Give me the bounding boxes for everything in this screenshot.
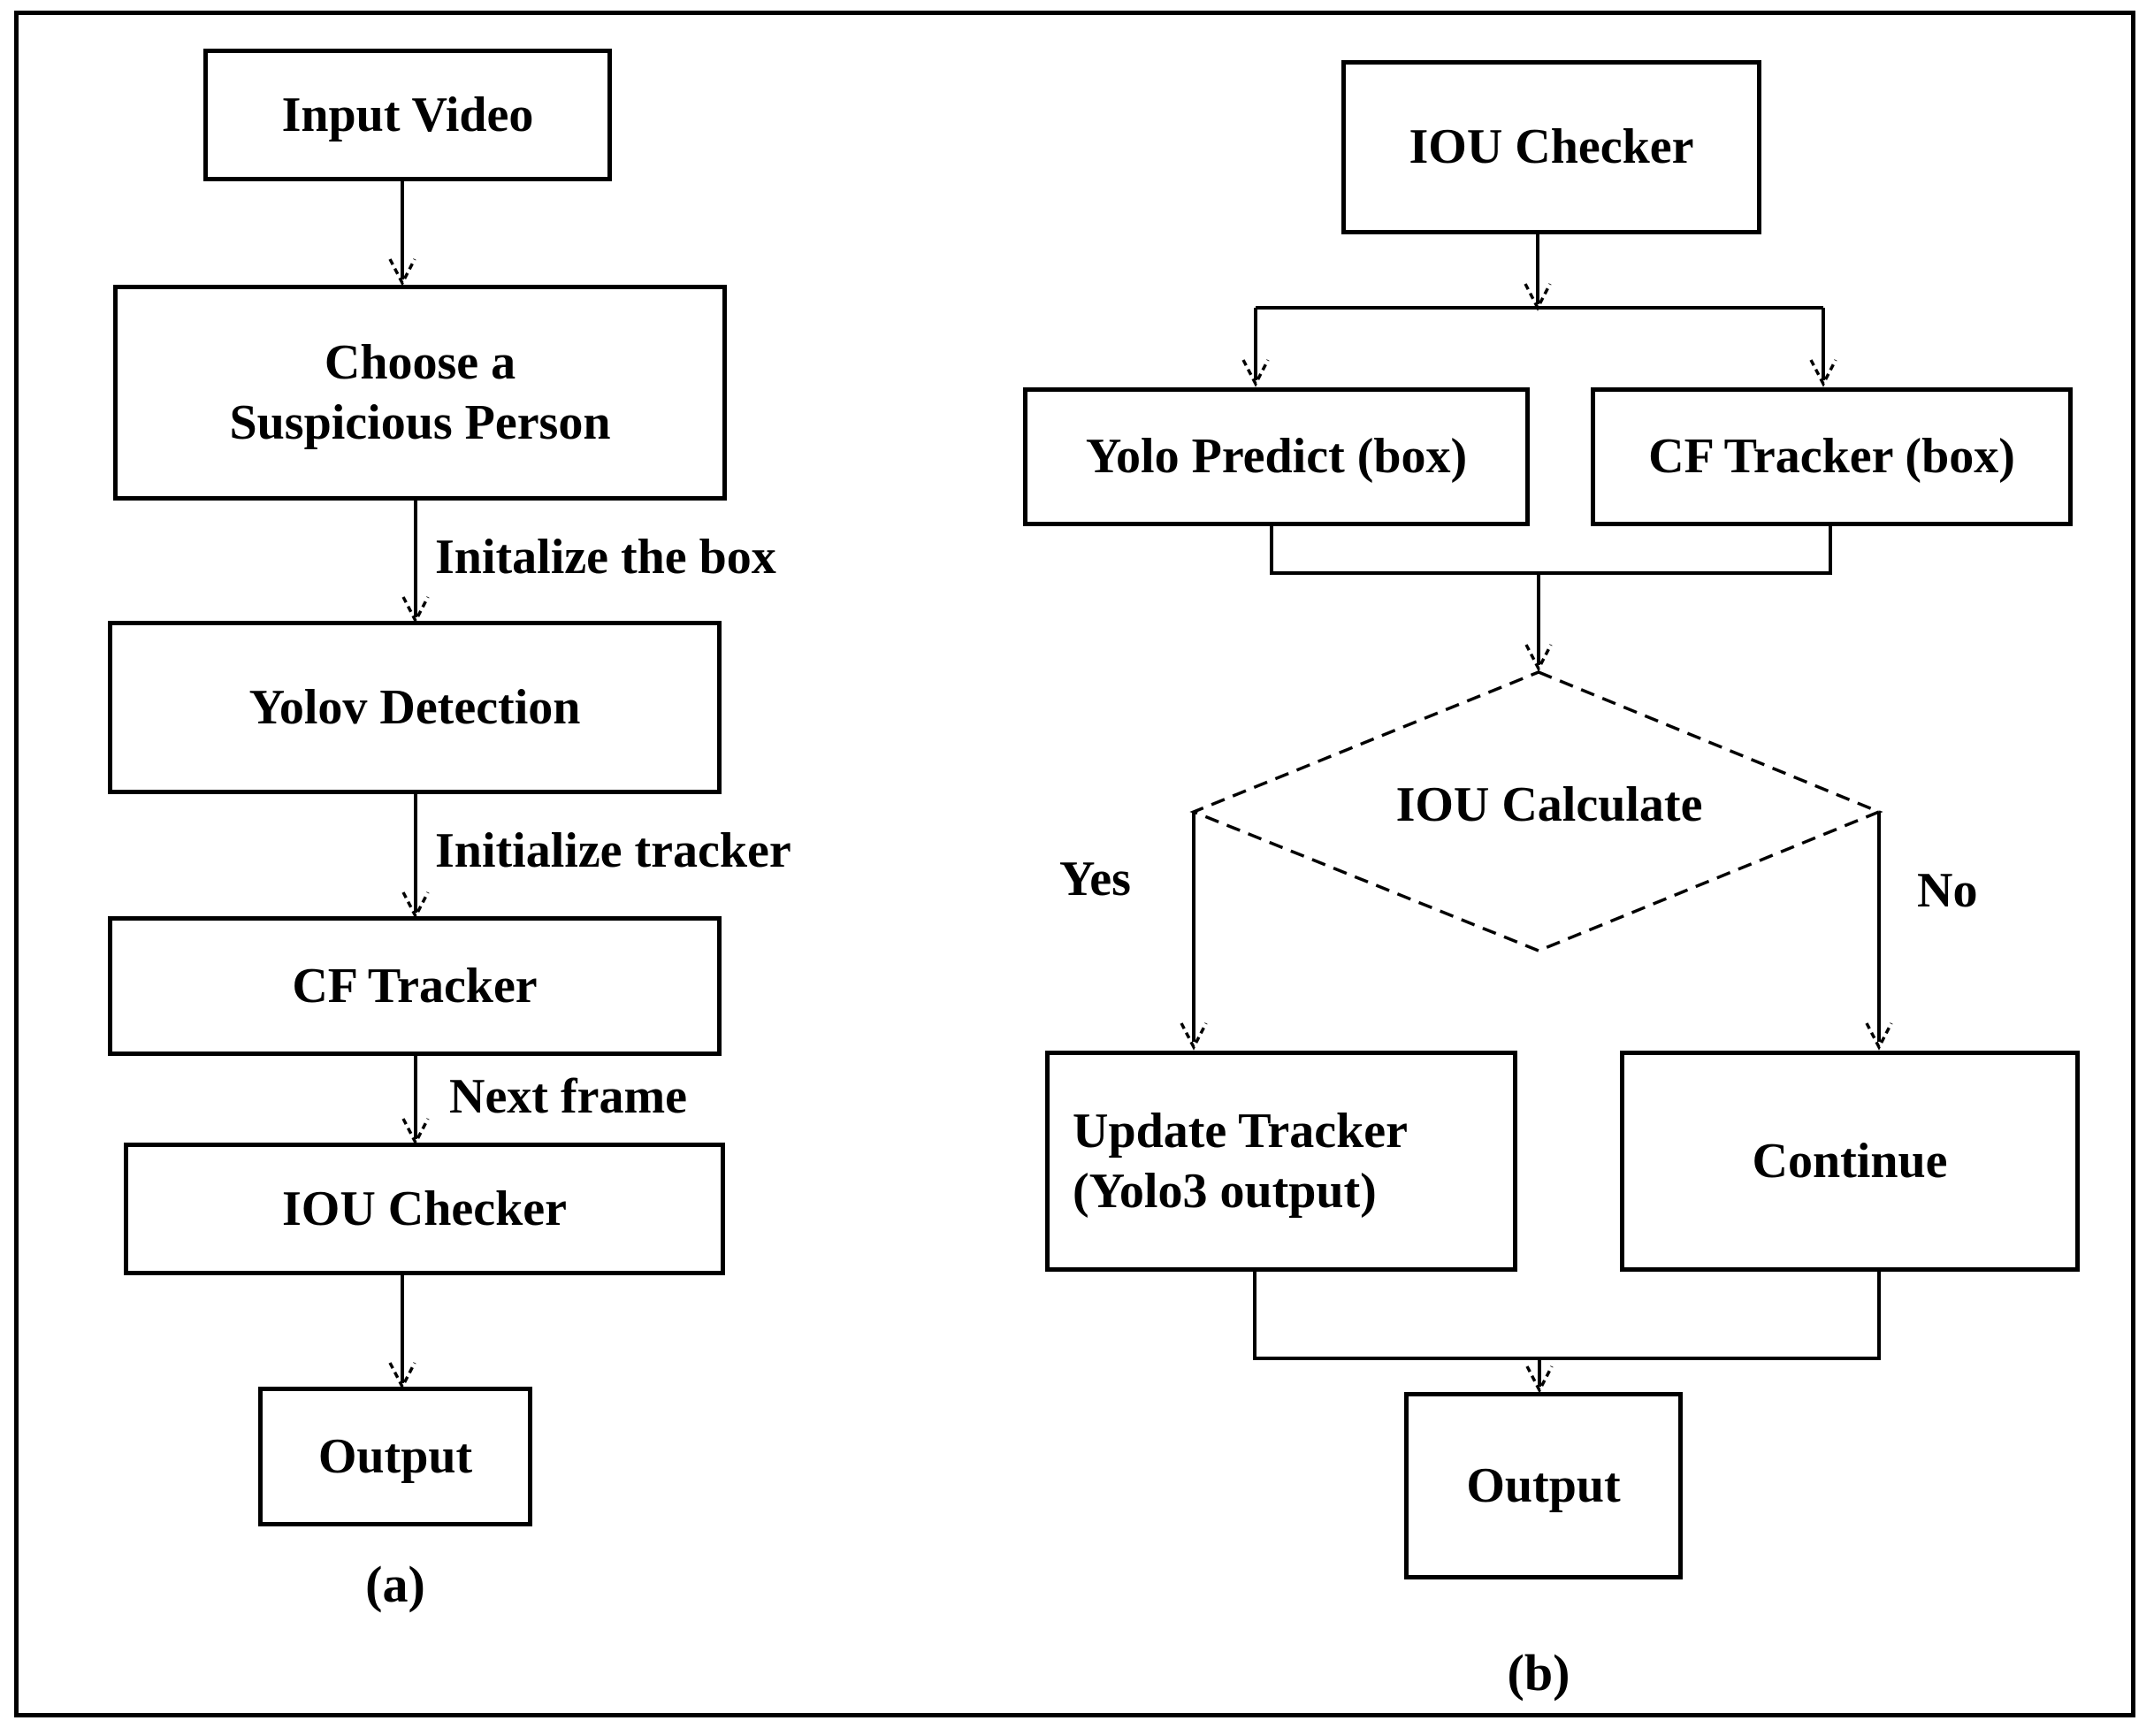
- node-label: CF Tracker (box): [1648, 429, 2015, 485]
- figure-border: [14, 11, 2135, 1717]
- node-label: Yolo Predict (box): [1085, 429, 1468, 485]
- node-iou-checker-b: IOU Checker: [1341, 60, 1761, 234]
- decision-diamond: [1189, 670, 1883, 952]
- node-label-line2: (Yolo3 output): [1073, 1164, 1377, 1219]
- node-yolo-predict-box: Yolo Predict (box): [1023, 387, 1530, 526]
- node-iou-checker-a: IOU Checker: [124, 1143, 725, 1275]
- edge-label-initialize-box: Initalize the box: [435, 530, 776, 585]
- node-input-video: Input Video: [203, 49, 612, 181]
- node-label: Yolov Detection: [248, 679, 581, 735]
- node-label: Output: [317, 1428, 473, 1484]
- node-choose-suspicious-person: Choose a Suspicious Person: [113, 285, 727, 501]
- node-label-line1: Choose a: [324, 334, 516, 390]
- node-update-tracker: Update Tracker (Yolo3 output): [1045, 1051, 1517, 1272]
- edge-label-no: No: [1917, 863, 1978, 918]
- caption-panel-a: (a): [365, 1556, 425, 1613]
- node-label: Input Video: [281, 87, 534, 142]
- node-label: IOU Checker: [1409, 119, 1694, 175]
- node-iou-calculate: IOU Calculate: [1395, 777, 1703, 832]
- node-output-a: Output: [258, 1387, 532, 1526]
- caption-panel-b: (b): [1507, 1644, 1570, 1702]
- node-label-line2: Suspicious Person: [229, 395, 611, 450]
- node-label: Output: [1466, 1457, 1621, 1513]
- edge-label-initialize-tracker: Initialize tracker: [435, 823, 791, 878]
- node-label: CF Tracker: [292, 958, 538, 1013]
- edge-label-yes: Yes: [1059, 852, 1131, 906]
- flow-lines: [401, 181, 1881, 1387]
- node-label-line1: Update Tracker: [1073, 1103, 1408, 1159]
- node-label: Continue: [1752, 1133, 1948, 1189]
- node-label: IOU Checker: [282, 1181, 567, 1236]
- node-yolov-detection: Yolov Detection: [108, 621, 722, 794]
- node-output-b: Output: [1404, 1392, 1683, 1579]
- node-continue: Continue: [1620, 1051, 2080, 1272]
- node-cf-tracker: CF Tracker: [108, 916, 722, 1056]
- edge-label-next-frame: Next frame: [449, 1069, 687, 1124]
- node-cf-tracker-box: CF Tracker (box): [1591, 387, 2073, 526]
